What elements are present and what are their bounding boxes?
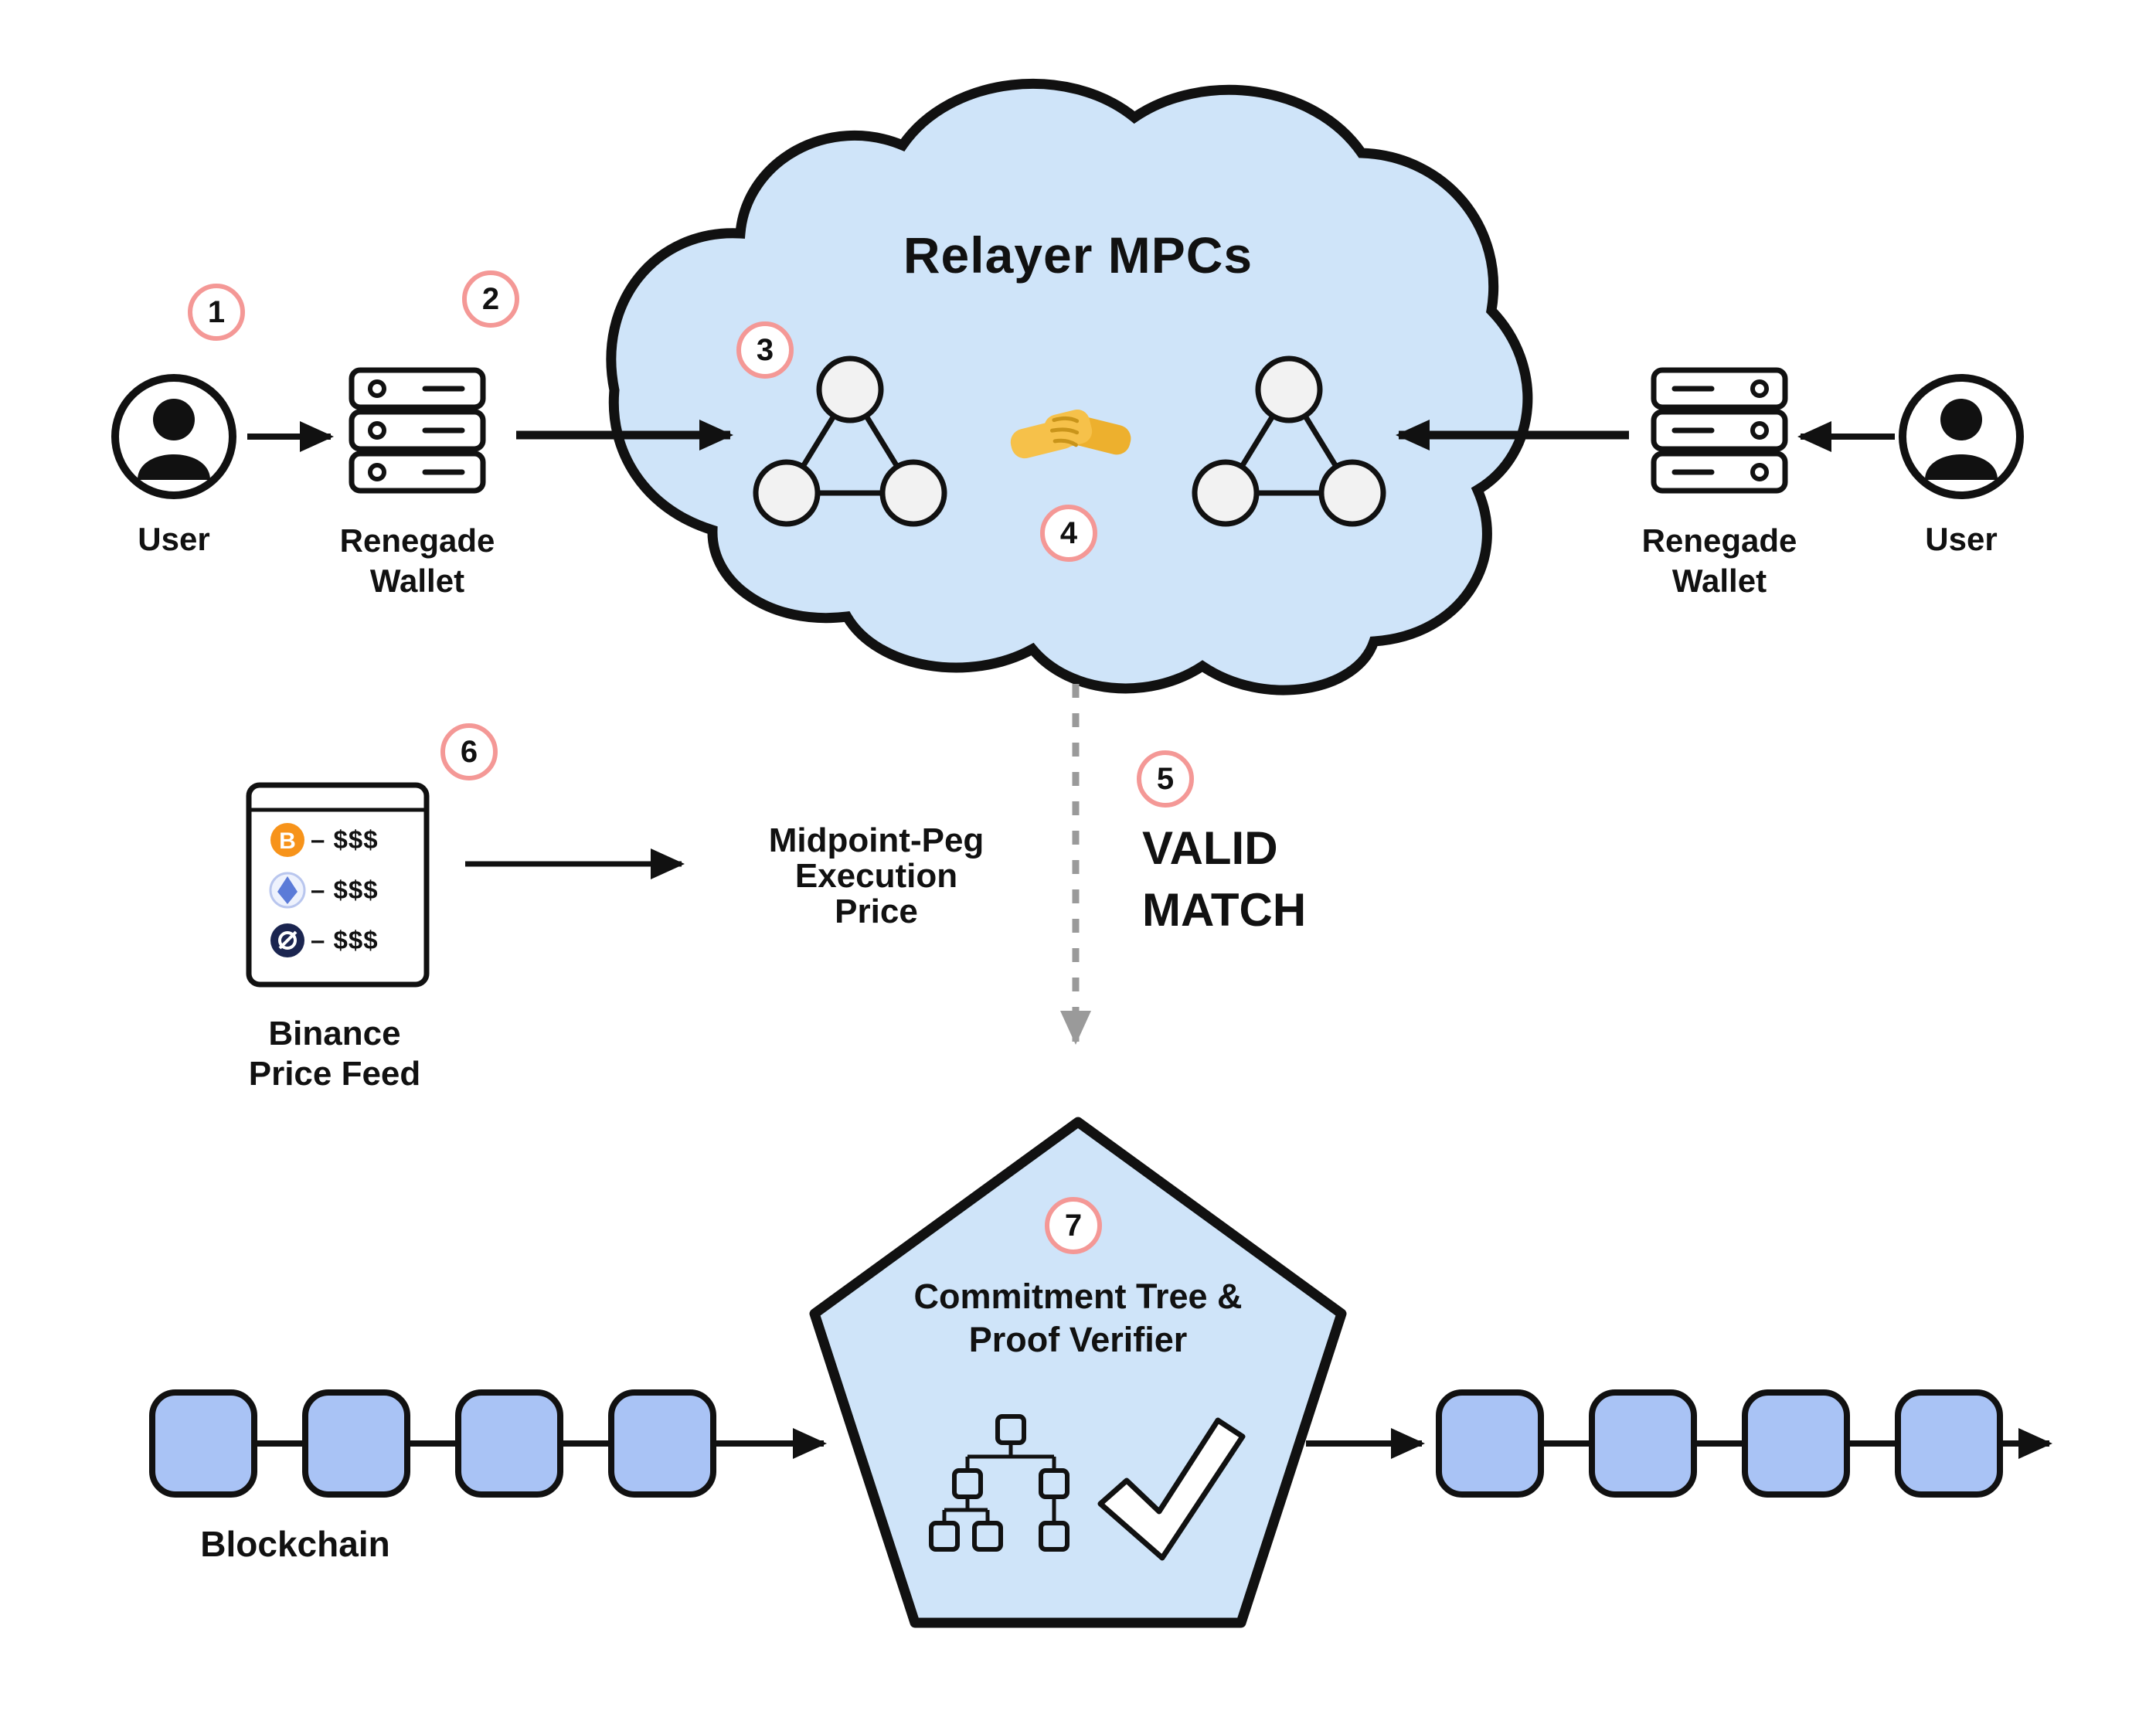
bitcoin-icon: B <box>270 823 304 857</box>
blockchain-block <box>1439 1392 1541 1494</box>
user-right-label: User <box>1925 521 1998 557</box>
user-left-icon <box>115 378 233 495</box>
blockchain-left <box>152 1392 713 1494</box>
verifier-pentagon-shape <box>809 1117 1347 1628</box>
step-badge-4: 4 <box>1040 505 1097 562</box>
price-row-ethereum: – $$$ <box>311 876 379 904</box>
blockchain-block <box>1898 1392 2000 1494</box>
price-row-token: – $$$ <box>311 926 379 954</box>
binance-price-feed-window: B <box>246 782 430 988</box>
checkmark-icon <box>1097 1417 1246 1561</box>
midpoint-peg-label: Midpoint-Peg Execution Price <box>768 821 984 930</box>
user-left-label: User <box>138 521 210 557</box>
blockchain-block <box>1592 1392 1694 1494</box>
step-badge-3: 3 <box>736 321 794 379</box>
price-row-bitcoin: – $$$ <box>311 825 379 854</box>
blockchain-right <box>1439 1392 2000 1494</box>
blockchain-block <box>458 1392 560 1494</box>
blockchain-block <box>1745 1392 1847 1494</box>
step-badge-1: 1 <box>188 284 245 341</box>
relayer-mpcs-title: Relayer MPCs <box>903 226 1253 284</box>
blockchain-label: Blockchain <box>200 1524 390 1564</box>
step-badge-7: 7 <box>1045 1197 1102 1254</box>
step-badge-6: 6 <box>440 723 498 780</box>
step-badge-2: 2 <box>462 270 519 328</box>
relayer-cloud-shape <box>606 79 1533 695</box>
ethereum-icon <box>269 872 306 909</box>
renegade-wallet-right-label: Renegade Wallet <box>1641 522 1797 599</box>
handshake-icon <box>1010 409 1131 459</box>
renegade-wallet-right-icon <box>1654 370 1785 491</box>
step-badge-5: 5 <box>1137 750 1194 808</box>
renegade-wallet-left-icon <box>352 370 483 491</box>
blockchain-block <box>611 1392 713 1494</box>
token-icon <box>270 923 304 957</box>
renegade-wallet-left-label: Renegade Wallet <box>339 522 495 599</box>
commitment-tree-icon <box>929 1414 1069 1552</box>
valid-match-label: VALID MATCH <box>1142 822 1307 936</box>
commitment-tree-verifier-label: Commitment Tree & Proof Verifier <box>913 1277 1243 1359</box>
blockchain-block <box>152 1392 254 1494</box>
user-right-icon <box>1903 378 2020 495</box>
binance-price-feed-label: Binance Price Feed <box>248 1015 421 1093</box>
blockchain-block <box>305 1392 407 1494</box>
svg-text:B: B <box>279 828 296 854</box>
